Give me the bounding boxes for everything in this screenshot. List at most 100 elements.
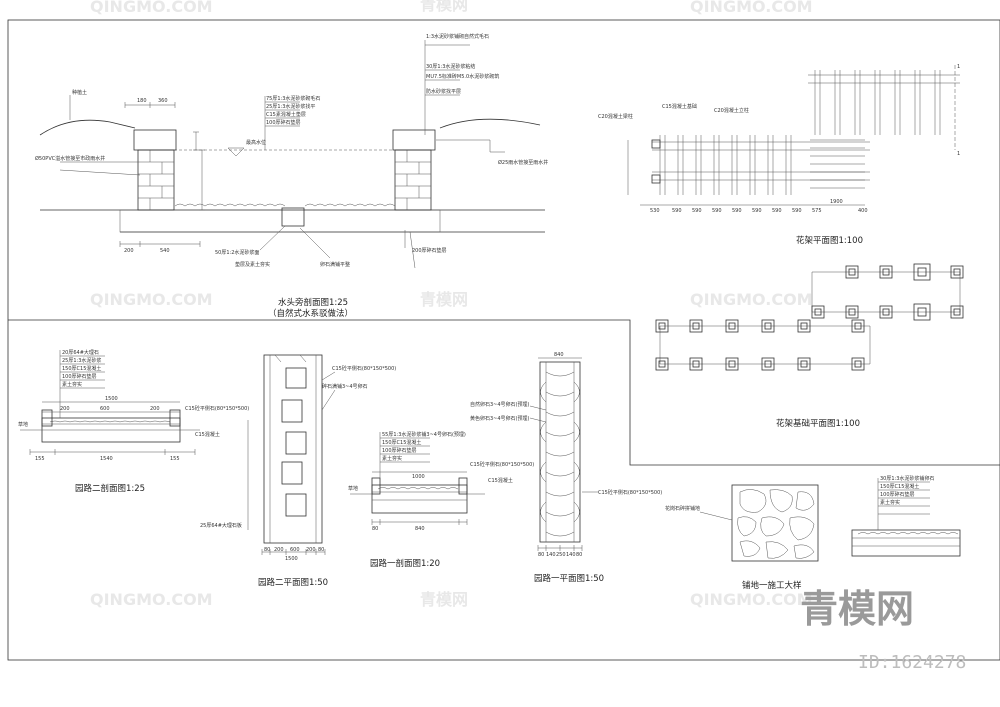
path2-grass-label: 草地 [18,421,28,428]
paving-detail-title: 铺地一施工大样 [742,580,802,591]
path2-curb-label: C15砼平侧石(80*150*500) [185,405,249,412]
label-top-layer-4: 防水砂浆找平层 [426,88,461,95]
trellis-dim-9: 575 [812,208,822,214]
path2-plan-dim-3: 600 [290,547,300,553]
paving-detail-drawing [699,478,961,562]
paving-layer-3: 100厚碎石垫层 [880,491,915,498]
path2-plan-dim-4: 200 [306,547,316,553]
path1-plan-dim-140a: 140 [546,552,556,558]
path1-curb2: C15混凝土 [488,477,513,484]
label-top-layer-3: MU7.5标准砖M5.0水泥砂浆砌筑 [426,73,499,80]
path1-dim-80: 80 [372,526,378,532]
watermark-en: QINGMO.COM [90,590,213,609]
path2-layer-5: 素土夯实 [62,381,82,388]
water-section-subtitle: （自然式水系驳做法） [268,308,353,319]
paving-label-granite: 花岗石碎拼铺地 [665,505,700,512]
water-section-title: 水头旁剖面图1:25 [278,297,348,308]
resource-id: ID:1624278 [858,652,966,673]
watermark-cn: 青模网 [420,290,468,309]
trellis-dim-4: 590 [712,208,722,214]
dim-540: 540 [160,248,170,254]
trellis-foundation-drawing [655,263,964,371]
watermark-layer: QINGMO.COM 青模网 QINGMO.COM QINGMO.COM 青模网… [90,0,813,609]
path2-dim-e: 1540 [100,456,113,462]
dim-180: 180 [137,98,147,104]
path2-layer-2: 25厚1:3水泥砂浆 [62,357,101,364]
trellis-dim-8: 590 [792,208,802,214]
path2-plan-dim-1: 80 [264,547,270,553]
label-top-layer-1: 1:3水泥砂浆铺砌自然式毛石 [426,33,489,40]
path1-layer-1: 55厚1:3水泥砂浆铺3~4号卵石(预埋) [382,431,466,438]
path2-plan-curb: C15砼平侧石(80*150*500) [332,365,396,372]
path1-layer-4: 素土夯实 [382,455,402,462]
section-mark-bottom: 1 [957,151,960,157]
dim-360: 360 [158,98,168,104]
path2-plan-stone: 25厚64#大理石板 [200,522,242,529]
label-left-layer-3: C15素混凝土垫层 [266,111,306,118]
path1-grass: 草地 [348,485,358,492]
path1-section-title: 园路一剖面图1:20 [370,558,440,569]
path2-curb2-label: C15混凝土 [195,431,220,438]
path1-section-drawing [350,432,485,525]
label-left-layer-2: 25厚1:3水泥砂浆找平 [266,103,315,110]
trellis-label-3: C20混凝土立柱 [714,107,749,114]
path2-layer-4: 100厚碎石垫层 [62,373,97,380]
label-bottom-left: 50厚1:2水泥砂浆面 [215,249,259,256]
label-bottom-mid: 卵石满铺平整 [320,261,350,268]
label-bottom-mid2: 垫层及素土夯实 [235,261,270,268]
path1-dim-840: 840 [415,526,425,532]
watermark-cn: 青模网 [420,0,468,14]
path2-layer-1: 20厚64#大理石 [62,349,99,356]
path1-plan-title: 园路一平面图1:50 [534,573,604,584]
path1-plan-dim-80b: 80 [576,552,582,558]
trellis-label-1: C20混凝土梁柱 [598,113,633,120]
trellis-dim-5: 590 [732,208,742,214]
trellis-dim-11: 400 [858,208,868,214]
brand-logo: 青模网 [800,587,914,631]
trellis-plan-title: 花架平面图1:100 [796,235,863,246]
path1-plan-dim-80a: 80 [538,552,544,558]
label-left-layer-4: 100厚碎石垫层 [266,119,301,126]
trellis-plan-drawing [627,65,960,206]
path2-dim-d: 155 [35,456,45,462]
path1-layer-3: 100厚碎石垫层 [382,447,417,454]
label-bottom-right: 200厚碎石垫层 [412,247,447,254]
label-pipe-right: Ø25雨水管接至雨水井 [498,159,548,166]
path2-plan-drawing [247,354,336,555]
path1-plan-label-1: 自然卵石3~4号卵石(预埋) [470,401,530,408]
trellis-dim-10: 1900 [830,199,843,205]
trellis-dim-6: 590 [752,208,762,214]
section-mark-top: 1 [957,64,960,70]
label-soil: 种植土 [72,89,87,96]
path1-layer-2: 150厚C15混凝土 [382,439,421,446]
watermark-en: QINGMO.COM [690,590,813,609]
path1-plan-dim-140b: 140 [566,552,576,558]
watermark-en: QINGMO.COM [90,0,213,16]
paving-layer-2: 150厚C15混凝土 [880,483,919,490]
path2-plan-dim-2: 200 [274,547,284,553]
path2-plan-fill: 碎石满铺3~4号卵石 [322,383,368,390]
trellis-dim-3: 590 [692,208,702,214]
paving-layer-1: 30厚1:3水泥砂浆铺卵石 [880,475,934,482]
path2-section-drawing [20,350,200,455]
path2-plan-dim-6: 1500 [285,556,298,562]
path2-plan-dim-5: 80 [318,547,324,553]
label-overflow-pipe: Ø50PVC溢水管接至市政雨水井 [35,155,105,162]
trellis-label-2: C15混凝土基础 [662,103,697,110]
path2-dim-total: 1500 [105,396,118,402]
sheet-divider [8,319,1000,466]
path2-plan-title: 园路二平面图1:50 [258,577,328,588]
path2-section-title: 园路二剖面图1:25 [75,483,145,494]
water-section-drawing [39,40,545,269]
trellis-dim-1: 530 [650,208,660,214]
path1-plan-dim-840: 840 [554,352,564,358]
path1-curb: C15砼平侧石(80*150*500) [470,461,534,468]
watermark-en: QINGMO.COM [690,0,813,16]
watermark-en: QINGMO.COM [90,290,213,309]
label-top-layer-2: 30厚1:3水泥砂浆粘结 [426,63,475,70]
watermark-en: QINGMO.COM [690,290,813,309]
path2-dim-c: 200 [150,406,160,412]
paving-layer-4: 素土夯实 [880,499,900,506]
path2-layer-3: 150厚C15混凝土 [62,365,101,372]
